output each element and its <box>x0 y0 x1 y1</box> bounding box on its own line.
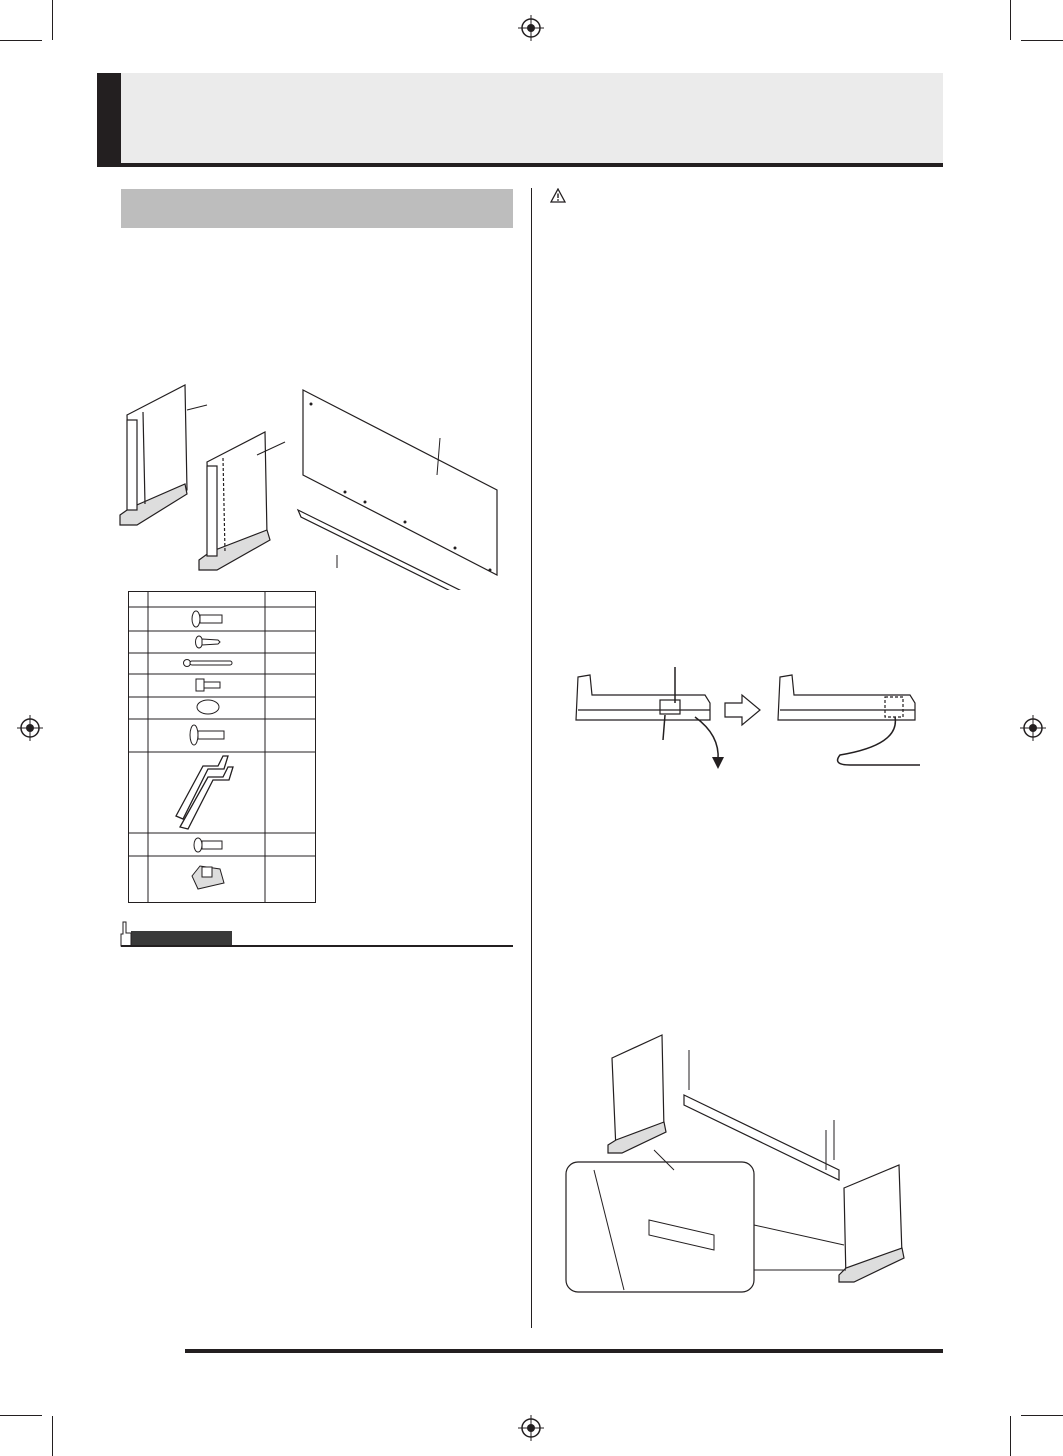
registration-crosshair-icon <box>518 15 544 41</box>
warning-triangle-icon <box>550 188 566 203</box>
tie-band-icon <box>183 659 233 667</box>
footer-rule <box>185 1349 943 1353</box>
cable-clip-icon <box>191 865 225 890</box>
small-screw-icon <box>193 837 223 853</box>
header-tab <box>97 73 121 165</box>
cap-icon <box>196 699 220 715</box>
crop-mark <box>1021 40 1063 41</box>
stand-assembly-illustration <box>565 1034 905 1293</box>
crop-mark <box>0 40 42 41</box>
parts-table <box>128 591 316 903</box>
registration-crosshair-icon <box>518 1415 544 1441</box>
stand-parts-illustration <box>119 384 498 590</box>
header-rule <box>97 163 943 167</box>
pedal-cable-illustration <box>575 667 920 769</box>
crop-mark <box>1010 0 1011 40</box>
registration-crosshair-icon <box>1020 715 1046 741</box>
note-label-bar <box>131 931 232 945</box>
short-screw-icon <box>195 635 221 649</box>
crop-mark <box>52 0 53 40</box>
long-screw-icon <box>191 610 223 628</box>
crop-mark <box>52 1416 53 1456</box>
crop-mark <box>0 1415 42 1416</box>
crop-mark <box>1010 1416 1011 1456</box>
section-heading-bar <box>121 189 513 228</box>
chapter-header <box>97 73 943 165</box>
pointing-hand-icon <box>120 921 132 947</box>
thumb-screw-icon <box>189 724 225 746</box>
note-rule <box>121 945 513 947</box>
crop-mark <box>1021 1415 1063 1416</box>
bracket-icon <box>175 755 234 830</box>
column-divider <box>531 188 532 1328</box>
registration-crosshair-icon <box>17 715 43 741</box>
bolt-icon <box>195 678 221 692</box>
